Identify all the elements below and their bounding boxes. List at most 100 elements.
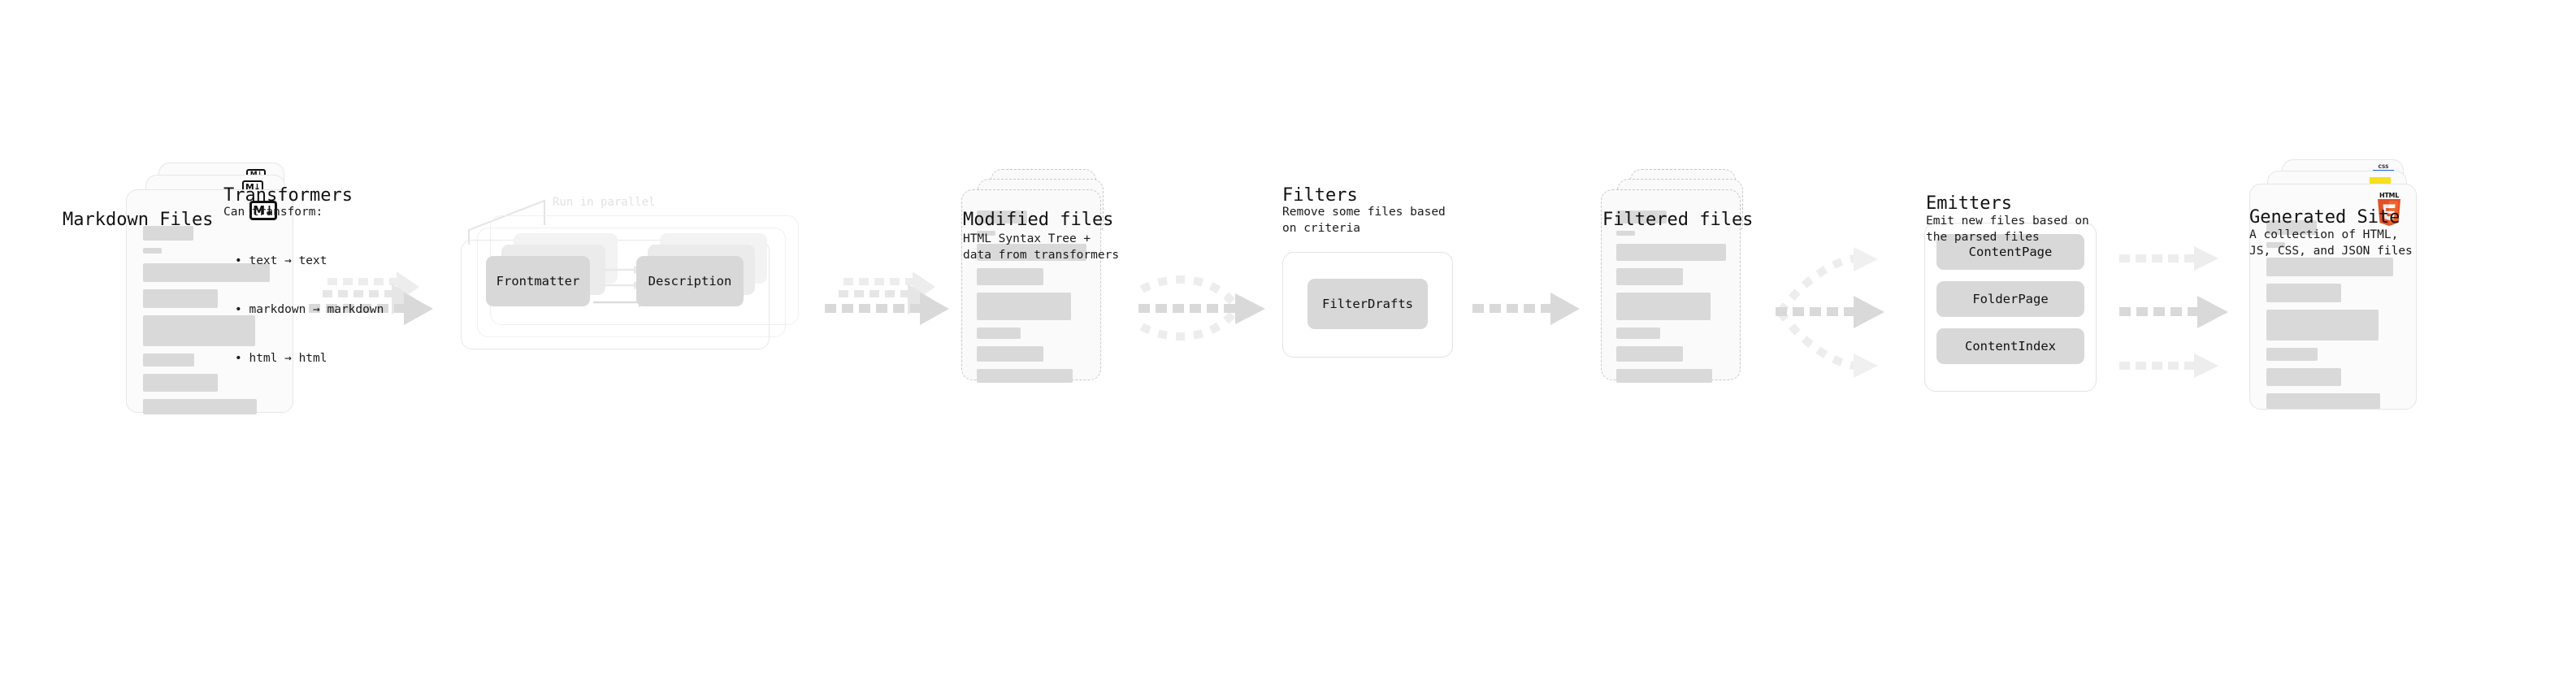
stage-markdown-files: M↓ M↓ M↓	[126, 163, 313, 431]
arrow-head-main	[1854, 296, 1884, 328]
placeholder-line	[2266, 220, 2317, 235]
modified-files-subtitle: HTML Syntax Tree + data from transformer…	[963, 232, 1120, 262]
stage-filtered-files	[1601, 169, 1788, 437]
placeholder-line	[2266, 348, 2318, 361]
placeholder-line	[1616, 231, 1635, 236]
dotted-line-main	[309, 304, 405, 313]
arrow-head-upper	[2194, 246, 2218, 271]
merge-curve-upper	[1139, 275, 1238, 307]
arrow-modified-to-filters	[1134, 268, 1276, 349]
placeholder-line	[1616, 327, 1660, 339]
emitters-title: Emitters	[1926, 193, 2012, 214]
transformers-title: Transformers	[223, 185, 353, 206]
dotted-line-main	[2119, 307, 2199, 316]
filtered-placeholder-lines	[1616, 210, 1726, 390]
placeholder-line	[1616, 268, 1683, 285]
generated-site-title: Generated Site	[2249, 207, 2400, 228]
css-badge-label: CSS	[2378, 164, 2389, 170]
transformers-bullet-list: • text → text • markdown → markdown • ht…	[223, 220, 384, 399]
transformer-bullet: • text → text	[235, 254, 327, 267]
stage-transformers: Run in parallel Frontmatter Description	[451, 191, 817, 386]
arrow-head-lower	[2194, 354, 2218, 378]
markdown-placeholder-lines	[143, 226, 276, 422]
emitter-chip-folderpage[interactable]: FolderPage	[1936, 281, 2084, 317]
placeholder-line	[977, 346, 1043, 362]
arrow-emitters-to-site	[2119, 234, 2262, 388]
dotted-line-upper	[327, 278, 399, 285]
stage-filters: FilterDrafts	[1282, 252, 1457, 362]
stage-generated-site: CSS HTML	[2249, 159, 2436, 436]
placeholder-line	[2266, 284, 2341, 302]
placeholder-line	[977, 244, 1086, 261]
html5-badge-label: HTML	[2379, 192, 2399, 199]
arrow-filtered-to-emitters	[1776, 234, 1918, 388]
arrow-head-upper	[1854, 247, 1878, 271]
arrow-head-main	[1550, 293, 1580, 325]
arrow-markdown-to-transformers	[305, 268, 439, 349]
placeholder-line	[977, 293, 1071, 320]
arrow-transformers-to-modified	[821, 268, 955, 349]
placeholder-line	[143, 226, 193, 241]
placeholder-line	[2266, 242, 2285, 248]
dotted-line-lower	[2119, 362, 2195, 370]
modified-placeholder-lines	[977, 210, 1086, 390]
markdown-badge-front: M↓	[249, 201, 277, 220]
dotted-line-middle	[323, 290, 394, 297]
placeholder-line	[143, 354, 194, 367]
transformer-bullet: • html → html	[235, 352, 327, 365]
emitter-chip-contentindex[interactable]: ContentIndex	[1936, 328, 2084, 364]
arrow-filters-to-filtered	[1469, 288, 1583, 329]
stage-modified-files	[961, 169, 1148, 437]
markdown-files-title: Markdown Files	[63, 210, 214, 230]
placeholder-line	[2266, 310, 2379, 340]
emitters-subtitle: Emit new files based on the parsed files	[1926, 215, 2089, 244]
placeholder-line	[1616, 346, 1683, 362]
transformer-chip-description[interactable]: Description	[636, 256, 744, 306]
parallel-label: Run in parallel	[553, 196, 656, 209]
arrow-head-main	[404, 293, 433, 325]
placeholder-line	[143, 399, 257, 414]
placeholder-line	[977, 210, 1027, 223]
placeholder-line	[977, 369, 1073, 383]
arrow-head-main	[920, 293, 949, 325]
dotted-line-main	[1472, 304, 1552, 313]
filter-chip-filterdrafts[interactable]: FilterDrafts	[1308, 279, 1428, 329]
generated-site-subtitle: A collection of HTML, JS, CSS, and JSON …	[2249, 228, 2413, 258]
markdown-card-front: M↓	[126, 189, 293, 414]
modified-card-front	[961, 189, 1101, 383]
placeholder-line	[143, 289, 218, 308]
filtered-files-title: Filtered files	[1602, 210, 1754, 230]
placeholder-line	[143, 374, 218, 392]
filters-title: Filters	[1282, 185, 1358, 206]
placeholder-line	[1616, 244, 1726, 261]
placeholder-line	[1616, 293, 1711, 320]
transformer-bullet: • markdown → markdown	[235, 303, 384, 316]
placeholder-line	[1616, 369, 1712, 383]
dotted-line-main	[1138, 304, 1235, 313]
site-placeholder-lines	[2266, 220, 2400, 416]
fanout-curve-lower	[1776, 310, 1856, 370]
transformers-subtitle: Can transform:	[223, 206, 323, 219]
placeholder-line	[143, 315, 255, 346]
emitter-chip-contentpage[interactable]: ContentPage	[1936, 234, 2084, 270]
placeholder-line	[2266, 368, 2341, 386]
dotted-line-middle	[839, 290, 910, 297]
placeholder-line	[977, 231, 995, 236]
filters-subtitle: Remove some files based on criteria	[1282, 206, 1446, 235]
placeholder-line	[977, 327, 1021, 339]
arrow-head-main	[2197, 296, 2228, 328]
placeholder-line	[2266, 258, 2393, 276]
placeholder-line	[977, 268, 1043, 285]
dotted-line-upper	[843, 278, 915, 285]
dotted-line-upper	[2119, 254, 2195, 262]
transformer-chip-frontmatter[interactable]: Frontmatter	[486, 256, 590, 306]
arrow-head-main	[1235, 293, 1265, 324]
fanout-curve-upper	[1776, 254, 1856, 314]
arrow-head-lower	[1854, 354, 1878, 378]
placeholder-line	[143, 248, 162, 254]
placeholder-line	[2266, 393, 2380, 409]
dotted-line-main	[1776, 307, 1855, 316]
stage-emitters: ContentPage FolderPage ContentIndex	[1924, 223, 2107, 395]
html5-badge: HTML	[2375, 192, 2403, 226]
